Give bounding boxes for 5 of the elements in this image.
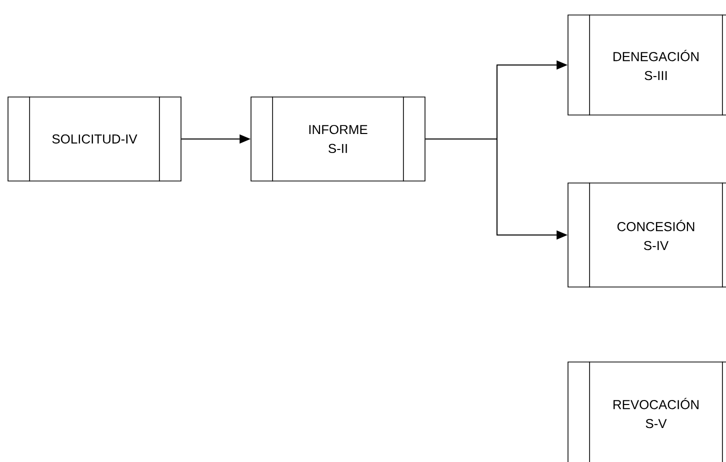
process-box: INFORME S-II bbox=[250, 96, 426, 182]
process-box: DENEGACIÓN S-III bbox=[568, 14, 726, 116]
process-box: REVOCACIÓN S-V bbox=[568, 361, 726, 462]
process-box: CONCESIÓN S-IV bbox=[568, 182, 726, 288]
process-box: SOLICITUD-IV bbox=[8, 96, 182, 182]
